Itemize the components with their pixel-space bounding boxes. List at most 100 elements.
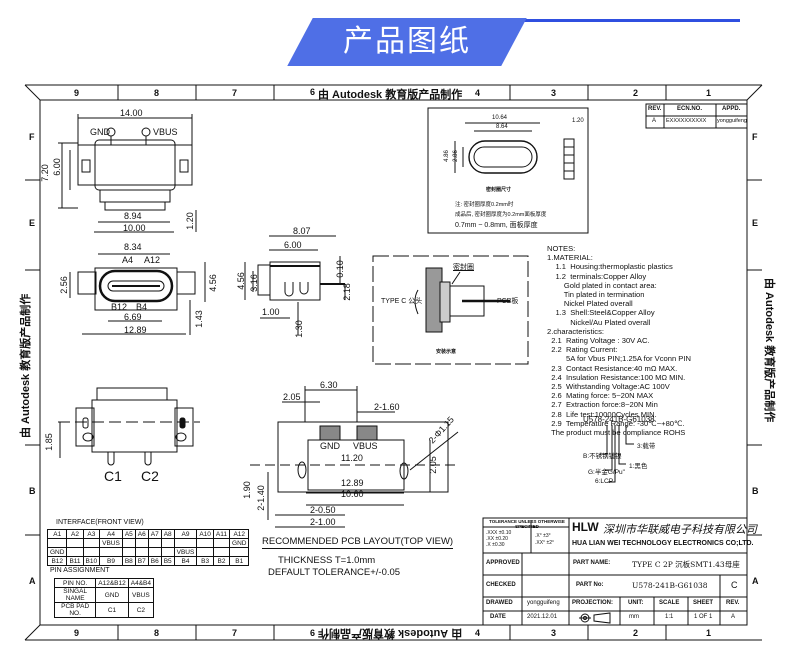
- cell: A10: [196, 529, 214, 539]
- part-no-value: U578-241B-G61038: [632, 581, 708, 590]
- front-view-drawing: [58, 114, 197, 233]
- zone-right-E: E: [752, 218, 759, 228]
- cell: [82, 547, 101, 557]
- pcb-layout-drawing: [250, 386, 459, 528]
- cell: B1: [229, 556, 250, 566]
- company-name-cn: 深圳市华联威电子科技有限公司: [603, 523, 757, 536]
- pcb-dim-k: 1.90: [241, 481, 252, 499]
- pin-assignment-title: PIN ASSIGNMENT: [50, 567, 110, 574]
- zone-left-F: F: [29, 132, 35, 142]
- install-detail-box: [372, 255, 529, 365]
- zone-top-2: 2: [633, 88, 639, 98]
- seal-drawing: [454, 122, 575, 180]
- dim-h2: 6.00: [51, 158, 62, 176]
- cell: GND: [95, 587, 129, 603]
- drawing-border: [39, 99, 748, 626]
- tolerance-xx: .XX ±0.20: [486, 536, 508, 542]
- pcb-dim-a: 6.30: [320, 380, 338, 390]
- zone-bottom-4: 4: [475, 628, 481, 638]
- pcb-dim-h: 2.05: [427, 456, 438, 474]
- banner-accent-line: [470, 19, 740, 22]
- dim-face-r2: 1.43: [193, 310, 204, 328]
- pin-b4: B4: [136, 302, 148, 312]
- part-code: U578-241B-G61038: [583, 415, 655, 424]
- dim-side: 1.20: [184, 212, 195, 230]
- zone-right-A: A: [752, 576, 759, 586]
- cell: GND: [46, 547, 68, 557]
- seal-note-3: 0.7mm ~ 0.8mm, 面板厚度: [455, 222, 538, 229]
- label-gnd: GND: [90, 127, 110, 137]
- tolerance-xxx: .XXX ±0.10: [486, 530, 512, 536]
- date-label: DATE: [490, 614, 506, 620]
- pcb-dim-l: 2-1.40: [255, 485, 266, 511]
- pcb-dim-e: 11.20: [341, 453, 363, 463]
- watermark-right: 由 Autodesk 教育版产品制作: [763, 278, 775, 423]
- pad-c1: C1: [104, 468, 122, 484]
- dim-inner2: 10.00: [123, 223, 146, 233]
- pcb-label-gnd: GND: [320, 441, 340, 451]
- cell: C1: [95, 602, 129, 618]
- cell: [196, 538, 214, 548]
- part-code-legend-1: G:半金G/Pu": [588, 469, 625, 476]
- cell: [229, 547, 250, 557]
- cell: GND: [229, 538, 250, 548]
- drawed-value: yongguifeng: [527, 600, 560, 606]
- dim-face-overall: 12.89: [124, 325, 147, 335]
- tolerance-angle-2: .XX° ±2°: [535, 540, 554, 546]
- pin-b12: B12: [111, 302, 128, 312]
- install-drawing: [414, 267, 510, 333]
- cell: B3: [196, 556, 214, 566]
- approved-label: APPROVED: [486, 560, 520, 566]
- cell: [66, 547, 84, 557]
- install-type-c-label: TYPE C 公头: [381, 298, 423, 305]
- tolerance-header: TOLERANCE UNLESS OTHERWISE SPECIFIED: [489, 519, 565, 529]
- company-logo: HLW: [572, 520, 599, 534]
- dim-face-right: 4.56: [207, 274, 218, 292]
- cell: [196, 547, 214, 557]
- zone-bottom-6: 6: [310, 628, 316, 638]
- drawed-label: DRAWED: [486, 600, 513, 606]
- cell: [82, 538, 101, 548]
- cell: SINGAL NAME: [53, 587, 97, 603]
- side-view-drawing: [244, 235, 346, 335]
- date-value: 2021.12.01: [527, 614, 558, 620]
- tolerance-angle-1: .X° ±3°: [535, 533, 551, 539]
- pin-a4: A4: [122, 255, 134, 265]
- zone-top-9: 9: [74, 88, 80, 98]
- cell: B7: [134, 556, 149, 566]
- cell: B4: [173, 556, 198, 566]
- dim-side-b1: 2.18: [341, 283, 352, 301]
- dim-side-d1: 8.07: [293, 226, 311, 236]
- pcb-dim-c: 2-1.60: [374, 402, 400, 412]
- zone-left-A: A: [29, 576, 36, 586]
- cell: B2: [212, 556, 231, 566]
- cell: [66, 538, 84, 548]
- seal-note-2: 成品后, 密封圈厚度为0.2mm面板厚度: [455, 212, 547, 218]
- unit-value: mm: [629, 614, 639, 620]
- rev-header-appd: APPD.: [722, 106, 741, 112]
- part-name-label: PART NAME:: [573, 560, 611, 566]
- cell: B9: [99, 556, 123, 566]
- zone-bottom-9: 9: [74, 628, 80, 638]
- dim-seal-h-inner: 2.86: [452, 150, 459, 162]
- watermark-left: 由 Autodesk 教育版产品制作: [20, 293, 32, 438]
- cell: A5: [121, 529, 136, 539]
- cell: A2: [66, 529, 84, 539]
- pcb-layout-title: RECOMMENDED PCB LAYOUT(TOP VIEW): [262, 536, 454, 549]
- zone-left-E: E: [29, 218, 36, 228]
- zone-bottom-3: 3: [551, 628, 557, 638]
- sheet-value: 1 OF 1: [694, 614, 713, 620]
- zone-top-4: 4: [475, 88, 481, 98]
- dim-seal-thick: 1.20: [572, 118, 584, 124]
- part-code-legend-2: 6:LCP: [595, 478, 614, 485]
- zone-top-3: 3: [551, 88, 557, 98]
- part-code-legend-0: B:不锈钢镀镍: [583, 453, 622, 460]
- dim-width: 14.00: [120, 108, 143, 118]
- cell: A4&B4: [127, 578, 155, 588]
- dim-face-left: 2.56: [58, 276, 69, 294]
- tolerance-x: .X ±0.30: [486, 542, 505, 548]
- cell: [134, 538, 149, 548]
- cell: [160, 538, 175, 548]
